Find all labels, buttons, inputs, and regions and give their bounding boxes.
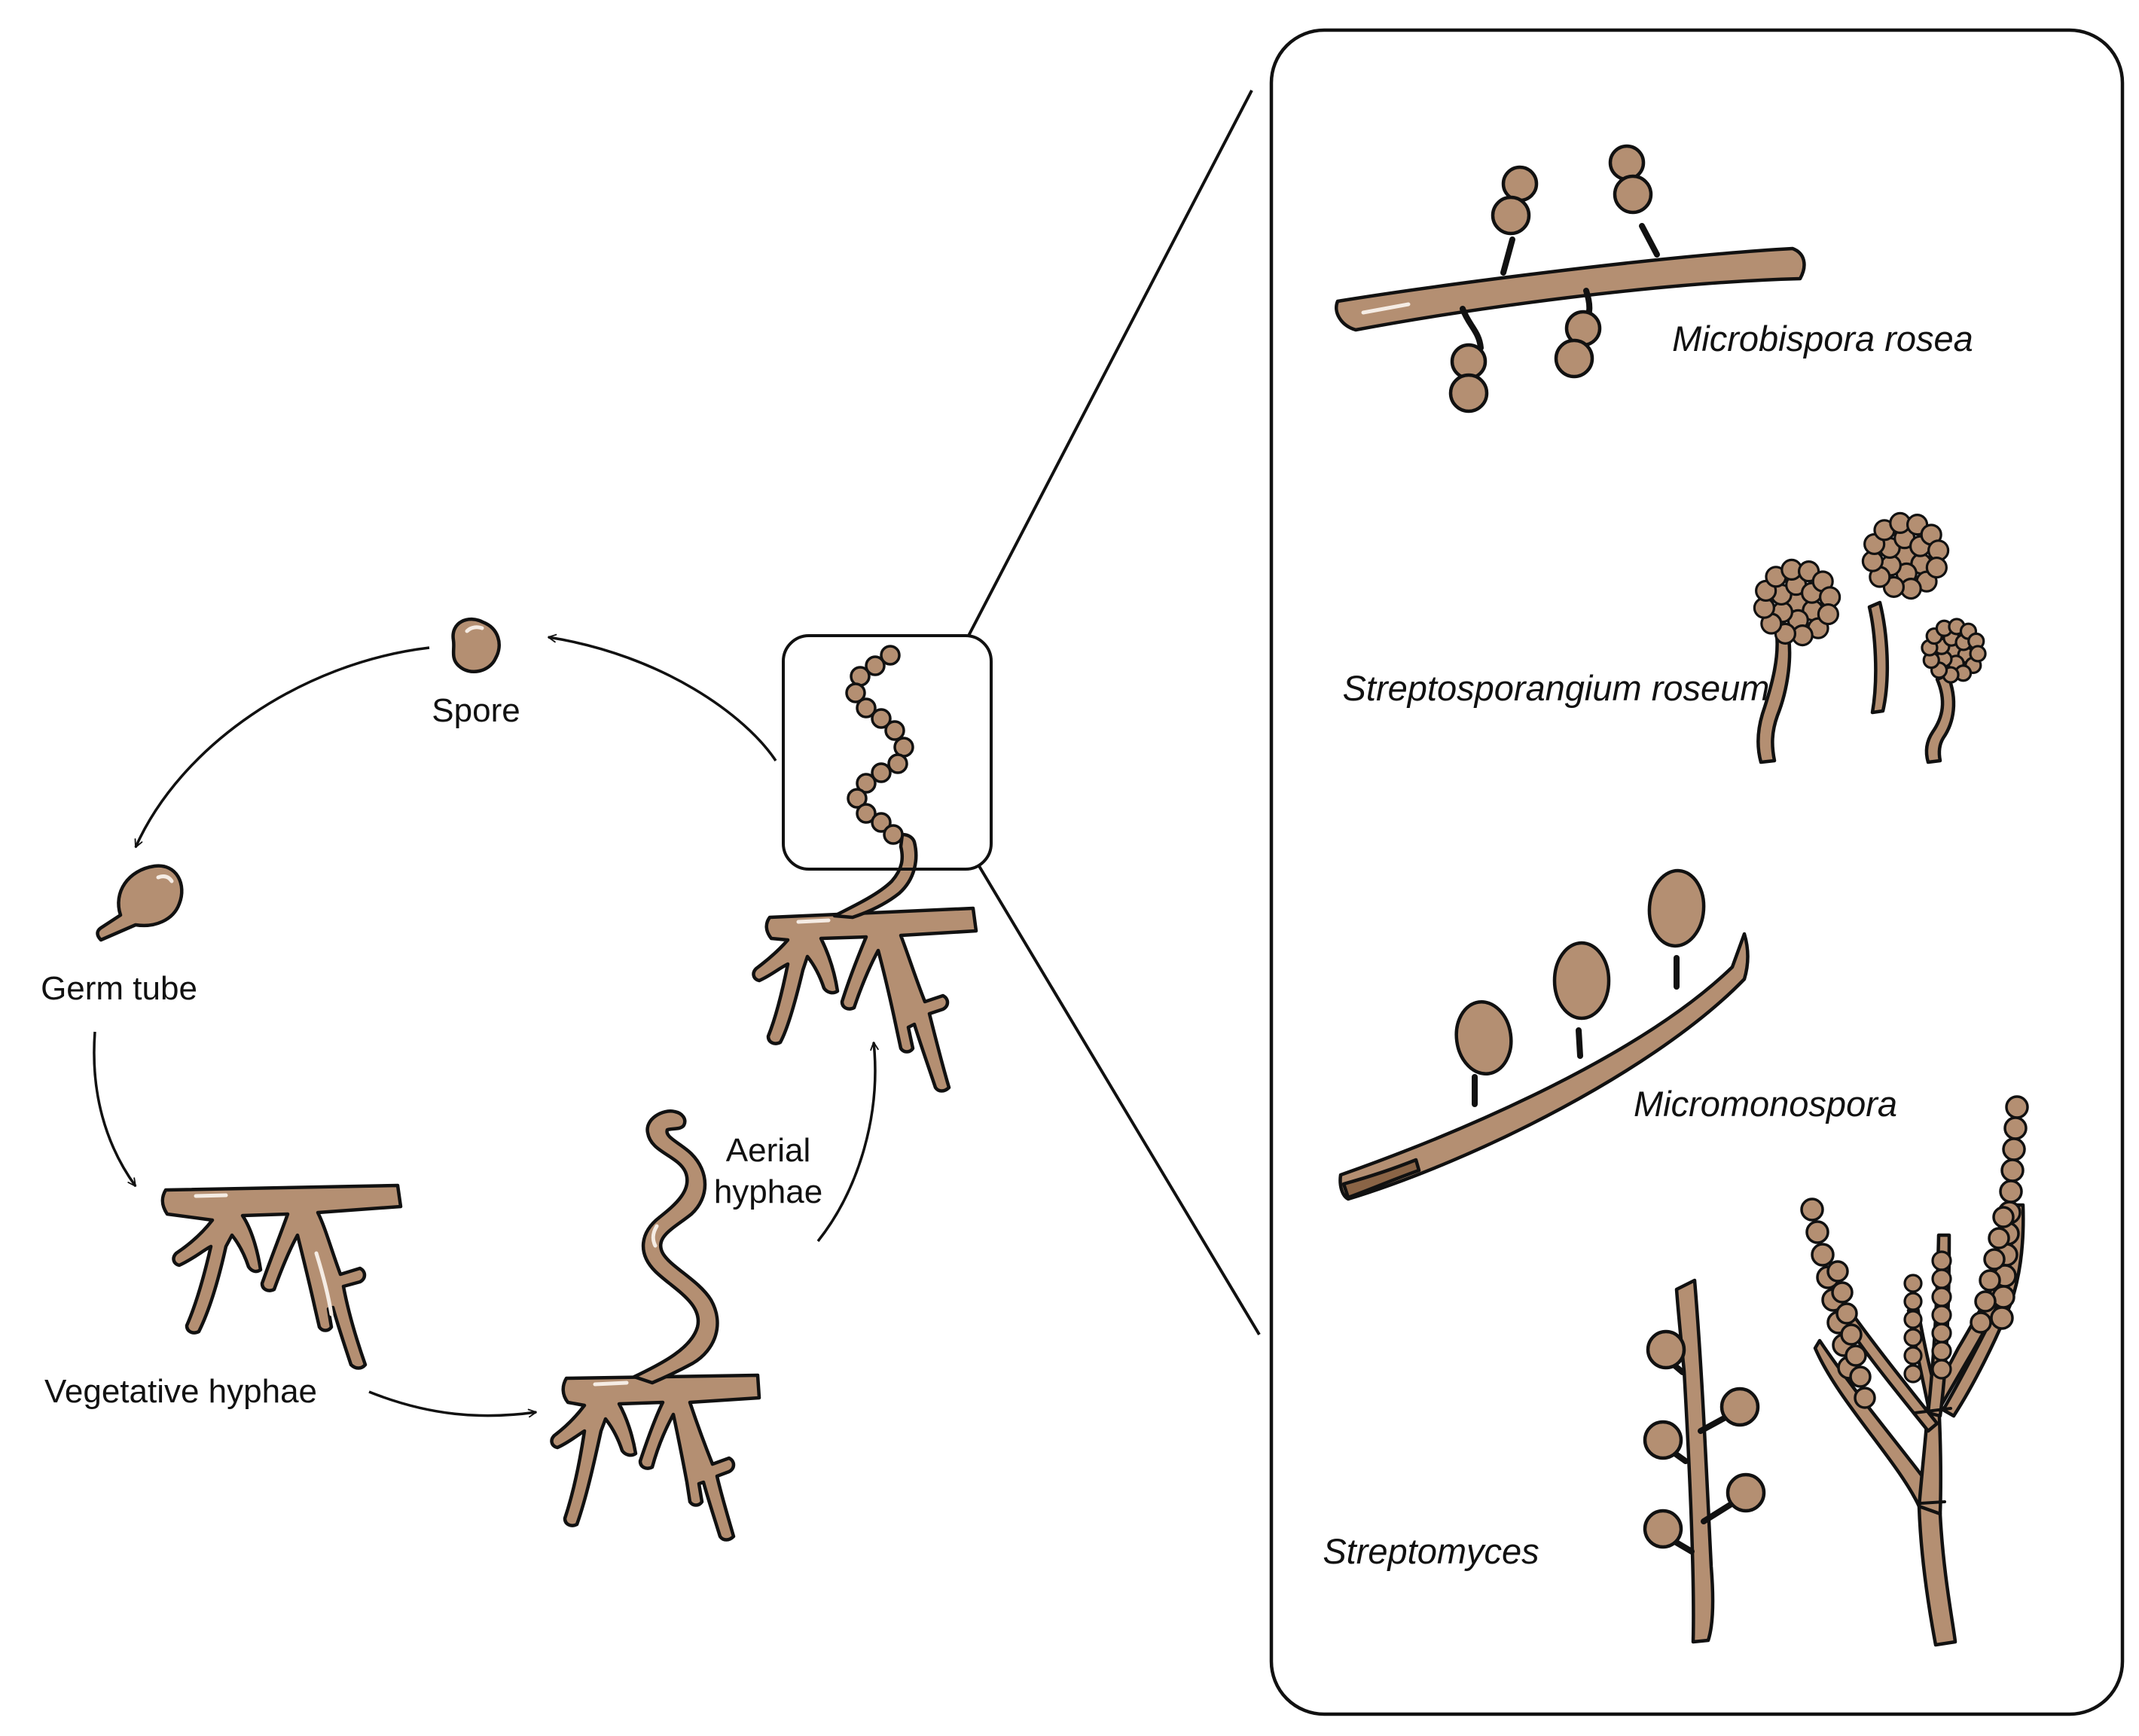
spore xyxy=(1903,1364,1923,1384)
microbispora-label: Microbispora rosea xyxy=(1672,319,1973,358)
microbispora-illustration xyxy=(1335,144,1806,413)
sporangium-spore xyxy=(1969,645,1987,663)
spore-illustration xyxy=(451,617,501,673)
arrow-spore-to-germ xyxy=(134,646,430,848)
arrow-germ-to-vegetative xyxy=(93,1031,137,1188)
spore xyxy=(1835,1302,1858,1325)
vegetative-hyphae-label: Vegetative hyphae xyxy=(44,1373,317,1410)
spore xyxy=(1903,1346,1923,1365)
spore xyxy=(1726,1472,1766,1513)
spore xyxy=(1931,1304,1952,1326)
spore xyxy=(871,762,892,783)
spore xyxy=(1647,868,1706,948)
streptomyces-left-illustration xyxy=(1643,1278,1766,1644)
spore xyxy=(1811,1243,1835,1267)
spore xyxy=(1990,1306,2014,1330)
spore xyxy=(1805,1220,1829,1244)
spore xyxy=(1845,1344,1867,1367)
aerial-hyphae-label-line2: hyphae xyxy=(714,1173,822,1210)
spore xyxy=(880,645,901,666)
spore xyxy=(2002,1137,2026,1161)
spore-chain xyxy=(845,645,914,845)
spore xyxy=(1931,1341,1952,1362)
spore xyxy=(856,773,877,794)
spore xyxy=(1988,1227,2010,1249)
sporangium-spore xyxy=(1817,603,1839,626)
spore xyxy=(1501,165,1539,203)
spore xyxy=(865,655,886,676)
spore xyxy=(1999,1179,2023,1204)
spore xyxy=(2003,1116,2028,1140)
mature-hyphae-illustration xyxy=(752,645,978,1093)
aerial-hyphae-label-line1: Aerial xyxy=(726,1132,811,1169)
spore xyxy=(1450,343,1488,380)
spore xyxy=(1983,1248,2006,1271)
zoom-line-bottom xyxy=(978,865,1261,1336)
spore xyxy=(1903,1292,1923,1311)
spore xyxy=(1931,1323,1952,1344)
micromonospora-label: Micromonospora xyxy=(1634,1084,1897,1124)
spore xyxy=(1903,1274,1923,1293)
spore xyxy=(1992,1206,2015,1228)
spore xyxy=(883,824,904,845)
spore xyxy=(1903,1328,1923,1347)
spore xyxy=(850,666,871,687)
spore xyxy=(1931,1268,1952,1289)
spore xyxy=(1719,1387,1760,1427)
spore xyxy=(1931,1359,1952,1380)
spore xyxy=(1931,1286,1952,1307)
spore xyxy=(1454,999,1513,1076)
aerial-hyphae-illustration xyxy=(550,1109,761,1542)
spore xyxy=(1974,1290,1997,1313)
spore xyxy=(2000,1158,2025,1182)
arrow-aerial-to-mature xyxy=(816,1042,879,1243)
spore xyxy=(871,812,892,833)
spore xyxy=(1608,144,1646,182)
spore xyxy=(1826,1260,1849,1283)
zoom-box xyxy=(782,634,993,871)
spore xyxy=(1970,1311,1992,1334)
germ-tube-label: Germ tube xyxy=(41,970,197,1007)
spore-label: Spore xyxy=(432,692,520,729)
spore xyxy=(845,682,866,703)
streptomyces-label: Streptomyces xyxy=(1323,1531,1539,1571)
spore xyxy=(1613,174,1653,215)
spore xyxy=(1840,1323,1863,1346)
arrow-vegetative-to-aerial xyxy=(368,1390,537,1418)
spore xyxy=(856,803,877,824)
spore xyxy=(1800,1198,1824,1222)
spore xyxy=(1646,1329,1686,1370)
spore xyxy=(1643,1420,1683,1460)
spore xyxy=(1554,338,1594,379)
spore xyxy=(884,720,905,741)
streptomyces-right-illustration xyxy=(1800,1095,2029,1647)
spore xyxy=(1903,1310,1923,1329)
spore xyxy=(1643,1509,1683,1549)
spore xyxy=(1448,373,1489,413)
streptosporangium-label: Streptosporangium roseum xyxy=(1343,668,1770,708)
arrow-mature-to-spore xyxy=(548,633,777,761)
sporangium-spore xyxy=(1925,556,1948,579)
micromonospora-illustration xyxy=(1338,868,1750,1201)
germ-tube-illustration xyxy=(96,864,184,942)
vegetative-hyphae-illustration xyxy=(160,1183,403,1370)
spore xyxy=(1831,1281,1854,1304)
spore xyxy=(856,697,877,719)
streptosporangium-illustration xyxy=(1753,511,1987,764)
zoom-line-top xyxy=(967,90,1253,636)
spore xyxy=(1854,1387,1876,1409)
spore xyxy=(847,788,868,809)
spore xyxy=(887,753,908,774)
spore xyxy=(1491,195,1531,236)
spore xyxy=(2005,1095,2029,1119)
spore xyxy=(1849,1365,1872,1388)
spore xyxy=(1931,1250,1952,1271)
spore xyxy=(1552,941,1611,1021)
spore xyxy=(1979,1269,2001,1292)
spore xyxy=(871,708,892,729)
